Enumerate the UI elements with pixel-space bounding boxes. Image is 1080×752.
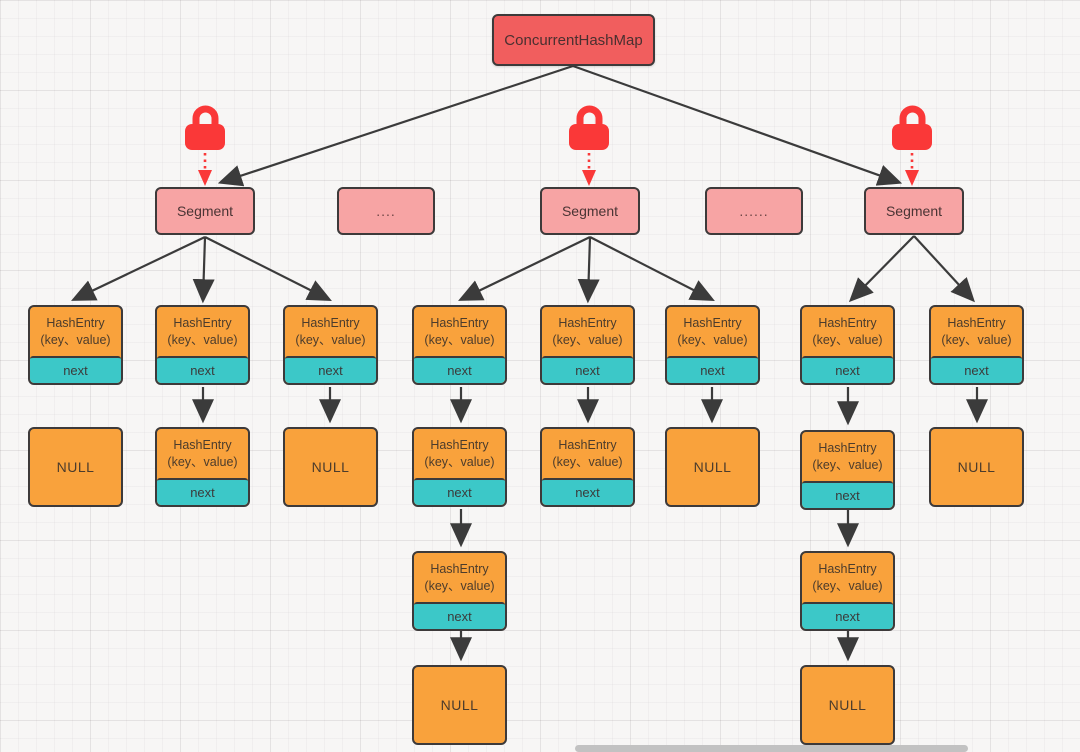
arrow-seg2-child3 — [589, 236, 715, 302]
hashentry-label: HashEntry(key、value) — [552, 438, 623, 469]
arrow-seg3-child2 — [913, 235, 975, 303]
segment-node-2[interactable]: Segment — [540, 187, 640, 235]
next-field[interactable]: next — [157, 356, 248, 383]
null-node[interactable]: NULL — [412, 665, 507, 745]
hashentry-label: HashEntry(key、value) — [424, 316, 495, 347]
next-field[interactable]: next — [285, 356, 376, 383]
null-node[interactable]: NULL — [283, 427, 378, 507]
arrow-seg1-child1 — [71, 236, 206, 301]
lock-dashed-arrows — [203, 153, 914, 171]
hashentry-node[interactable]: HashEntry(key、value) next — [283, 305, 378, 385]
hashentry-node[interactable]: HashEntry(key、value) next — [800, 551, 895, 631]
next-field[interactable]: next — [414, 602, 505, 629]
hashentry-node[interactable]: HashEntry(key、value) next — [412, 551, 507, 631]
segment-node-1[interactable]: Segment — [155, 187, 255, 235]
hashentry-node[interactable]: HashEntry(key、value) next — [28, 305, 123, 385]
arrow-root-to-segment-3 — [572, 64, 903, 186]
hashentry-label: HashEntry(key、value) — [677, 316, 748, 347]
next-field[interactable]: next — [542, 478, 633, 505]
null-node[interactable]: NULL — [929, 427, 1024, 507]
hashentry-label: HashEntry(key、value) — [295, 316, 366, 347]
arrow-root-to-segment-1 — [217, 64, 574, 187]
next-field[interactable]: next — [542, 356, 633, 383]
null-node[interactable]: NULL — [800, 665, 895, 745]
hashentry-node[interactable]: HashEntry(key、value) next — [929, 305, 1024, 385]
next-field[interactable]: next — [414, 356, 505, 383]
hashentry-node[interactable]: HashEntry(key、value) next — [412, 427, 507, 507]
ellipsis-node-2[interactable]: ...... — [705, 187, 803, 235]
arrow-seg1-child3 — [204, 236, 332, 301]
hashentry-node[interactable]: HashEntry(key、value) next — [800, 305, 895, 385]
hashentry-node[interactable]: HashEntry(key、value) next — [155, 305, 250, 385]
arrow-seg3-child1 — [848, 235, 915, 303]
hashentry-label: HashEntry(key、value) — [40, 316, 111, 347]
hashentry-node[interactable]: HashEntry(key、value) next — [800, 430, 895, 510]
ellipsis-node-1[interactable]: .... — [337, 187, 435, 235]
null-node[interactable]: NULL — [28, 427, 123, 507]
hashentry-label: HashEntry(key、value) — [552, 316, 623, 347]
null-node[interactable]: NULL — [665, 427, 760, 507]
arrow-seg2-child1 — [458, 236, 591, 301]
horizontal-scrollbar[interactable] — [575, 745, 968, 752]
hashentry-node[interactable]: HashEntry(key、value) next — [412, 305, 507, 385]
lock-icon — [892, 105, 932, 150]
lock-arrowheads — [198, 170, 919, 186]
hashentry-node[interactable]: HashEntry(key、value) next — [155, 427, 250, 507]
hashentry-node[interactable]: HashEntry(key、value) next — [540, 305, 635, 385]
arrow-seg2-child2 — [577, 236, 600, 304]
segment-node-3[interactable]: Segment — [864, 187, 964, 235]
next-field[interactable]: next — [802, 602, 893, 629]
next-field[interactable]: next — [802, 481, 893, 508]
next-field[interactable]: next — [802, 356, 893, 383]
hashentry-label: HashEntry(key、value) — [424, 438, 495, 469]
next-field[interactable]: next — [414, 478, 505, 505]
hashentry-label: HashEntry(key、value) — [424, 562, 495, 593]
hashentry-label: HashEntry(key、value) — [812, 316, 883, 347]
hashentry-label: HashEntry(key、value) — [812, 441, 883, 472]
root-node-concurrenthashmap[interactable]: ConcurrentHashMap — [492, 14, 655, 66]
hashentry-node[interactable]: HashEntry(key、value) next — [540, 427, 635, 507]
next-field[interactable]: next — [667, 356, 758, 383]
hashentry-label: HashEntry(key、value) — [941, 316, 1012, 347]
lock-icon — [185, 105, 225, 150]
hashentry-label: HashEntry(key、value) — [167, 316, 238, 347]
hashentry-node[interactable]: HashEntry(key、value) next — [665, 305, 760, 385]
arrow-seg1-child2 — [192, 236, 215, 304]
hashentry-label: HashEntry(key、value) — [167, 438, 238, 469]
hashentry-label: HashEntry(key、value) — [812, 562, 883, 593]
next-field[interactable]: next — [30, 356, 121, 383]
next-field[interactable]: next — [157, 478, 248, 505]
lock-icon — [569, 105, 609, 150]
next-field[interactable]: next — [931, 356, 1022, 383]
